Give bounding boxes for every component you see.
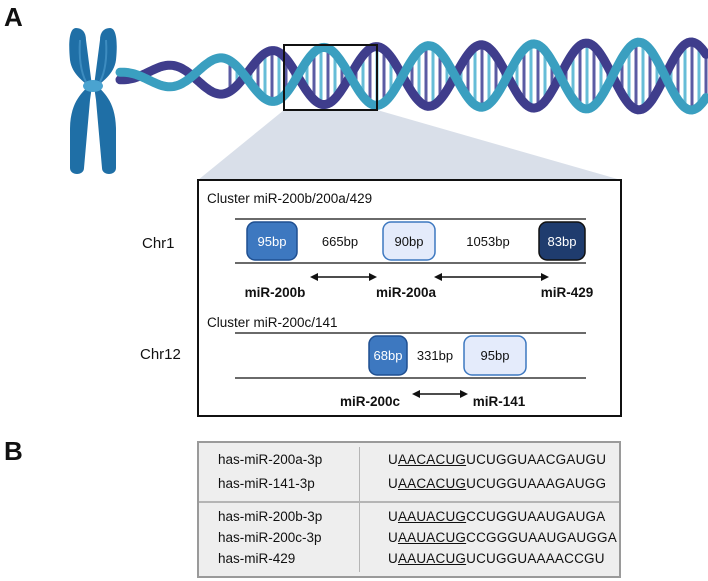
mir200a-box <box>382 221 436 261</box>
mirna-sequence: UAACACUGUCUGGUAAAGAUGG <box>388 476 607 491</box>
chromosome-icon <box>69 28 117 174</box>
zoom-wedge <box>198 110 621 180</box>
mir429-length: 83bp <box>548 234 577 249</box>
sequence-table: has-miR-200a-3p UAACACUGUCUGGUAACGAUGU h… <box>197 441 621 578</box>
mirna-name: has-miR-200b-3p <box>218 509 323 524</box>
mirna-sequence: UAAUACUGCCGGGUAAUGAUGGA <box>388 530 617 545</box>
table-group-divider <box>199 501 619 503</box>
panel-a-figure: Cluster miR-200b/200a/429 Chr1 95bp 665b… <box>69 28 708 417</box>
mir141-label: miR-141 <box>473 394 526 409</box>
cluster2-title: Cluster miR-200c/141 <box>207 315 338 330</box>
sequence-row: has-miR-429 UAAUACUGUCUGGUAAAACCGU <box>199 551 619 571</box>
mir429-box <box>538 221 586 261</box>
mir200c-length: 68bp <box>374 348 403 363</box>
mirna-sequence: UAACACUGUCUGGUAACGAUGU <box>388 452 607 467</box>
gap1-length: 665bp <box>322 234 358 249</box>
table-column-divider <box>359 447 360 572</box>
sequence-row: has-miR-200b-3p UAAUACUGCCUGGUAAUGAUGA <box>199 509 619 529</box>
mirna-name: has-miR-200a-3p <box>218 452 323 467</box>
mir200c-label: miR-200c <box>340 394 401 409</box>
dna-strand-light <box>115 37 708 115</box>
dna-helix-icon <box>115 37 708 115</box>
cluster1-title: Cluster miR-200b/200a/429 <box>207 191 372 206</box>
gap-length: 331bp <box>417 348 453 363</box>
seed-region: AACACUG <box>397 452 467 467</box>
sequence-row: has-miR-141-3p UAACACUGUCUGGUAAAGAUGG <box>199 476 619 496</box>
mir200a-length: 90bp <box>395 234 424 249</box>
mirna-name: has-miR-141-3p <box>218 476 315 491</box>
mirna-name: has-miR-200c-3p <box>218 530 322 545</box>
double-arrow-icon <box>412 390 468 398</box>
mirna-name: has-miR-429 <box>218 551 296 566</box>
mir141-length: 95bp <box>481 348 510 363</box>
mir429-label: miR-429 <box>541 285 594 300</box>
chr1-label: Chr1 <box>142 235 175 252</box>
panel-label-a: A <box>4 2 23 32</box>
mir200a-label: miR-200a <box>376 285 437 300</box>
panel-label-b: B <box>4 436 23 466</box>
mir200b-length: 95bp <box>258 234 287 249</box>
mir200b-label: miR-200b <box>245 285 306 300</box>
seed-region: AACACUG <box>397 476 467 491</box>
double-arrow-icon <box>310 273 377 281</box>
sequence-row: has-miR-200c-3p UAAUACUGCCGGGUAAUGAUGGA <box>199 530 619 550</box>
double-arrow-icon <box>434 273 549 281</box>
mirna-sequence: UAAUACUGCCUGGUAAUGAUGA <box>388 509 606 524</box>
sequence-row: has-miR-200a-3p UAACACUGUCUGGUAACGAUGU <box>199 452 619 472</box>
mir200c-box <box>368 335 408 376</box>
zoom-box <box>283 44 378 111</box>
mir141-box <box>463 335 527 376</box>
chr12-label: Chr12 <box>140 346 181 363</box>
seed-region: AAUACUG <box>397 509 467 524</box>
seed-region: AAUACUG <box>397 551 467 566</box>
gap2-length: 1053bp <box>466 234 509 249</box>
seed-region: AAUACUG <box>397 530 467 545</box>
mirna-sequence: UAAUACUGUCUGGUAAAACCGU <box>388 551 605 566</box>
dna-strand-dark <box>115 37 708 115</box>
mir200b-box <box>246 221 298 261</box>
